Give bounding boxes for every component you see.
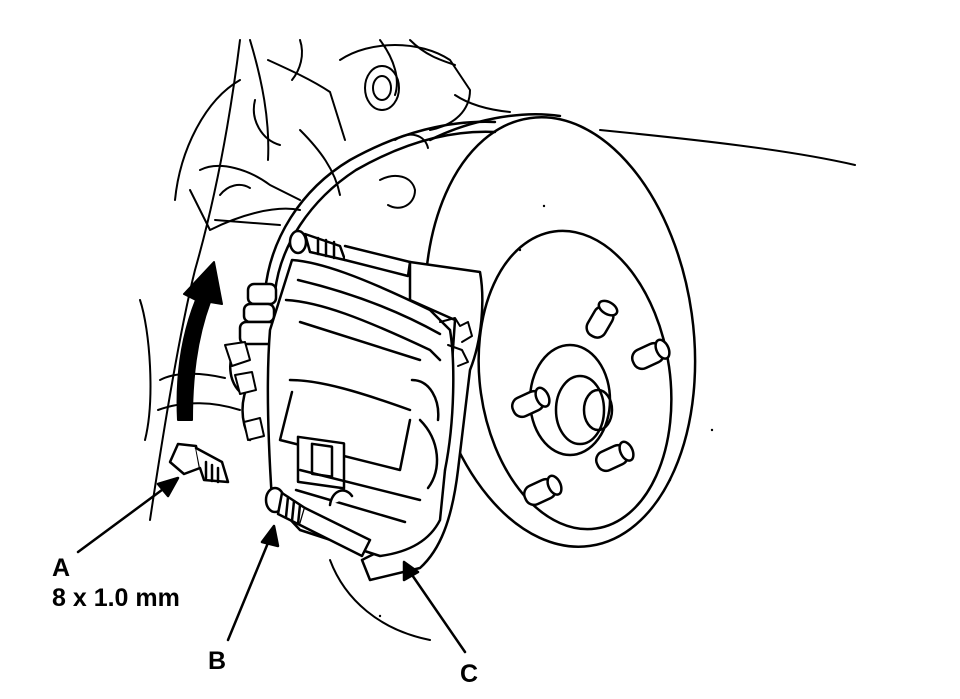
bolt-a (168, 442, 230, 484)
callout-c-letter: C (460, 660, 479, 688)
callout-a-letter: A (52, 554, 71, 582)
lower-guide-pin (264, 486, 372, 558)
upper-guide-pin (288, 229, 412, 278)
brake-hose (238, 120, 497, 346)
pad-spring (439, 317, 473, 367)
callout-b-letter: B (208, 647, 227, 675)
rotation-arrow (176, 261, 223, 421)
stipple-dots (378, 204, 714, 618)
knuckle (339, 44, 511, 209)
callout-a-bolt-spec: 8 x 1.0 mm (52, 584, 180, 612)
caliper-mount-bolts (224, 341, 265, 441)
wheel-studs (510, 299, 671, 507)
brake-caliper (229, 258, 455, 558)
leader-line-c (402, 560, 467, 654)
leader-line-b (226, 524, 280, 642)
suspension-background (139, 39, 856, 641)
leader-line-a (76, 476, 180, 554)
